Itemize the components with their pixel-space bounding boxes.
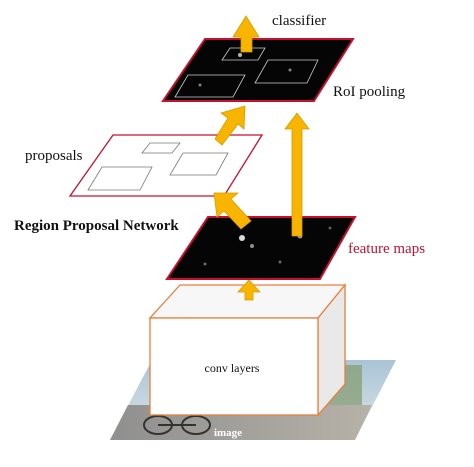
feature-maps-label: feature maps (348, 241, 425, 257)
conv-layers-label: conv layers (205, 361, 260, 375)
arrow-roi-to-classifier (232, 15, 260, 53)
rpn-label: Region Proposal Network (14, 218, 179, 234)
roi-box (174, 74, 246, 98)
arrow-features-to-roi (284, 112, 310, 237)
proposals-label: proposals (25, 148, 83, 164)
roi-pooling-label: RoI pooling (333, 84, 406, 100)
proposal-box (141, 142, 181, 154)
arrow-rpn (213, 192, 252, 230)
proposal-box (87, 166, 153, 191)
feature-maps-plane (165, 216, 357, 280)
roi-box (254, 59, 319, 84)
proposals-plane (68, 134, 264, 197)
roi-box (221, 47, 266, 61)
conv-layers-box (148, 283, 347, 417)
roi-pooling-plane (161, 38, 355, 102)
classifier-label: classifier (272, 13, 326, 29)
proposal-box (169, 152, 229, 176)
arrow-conv-to-features (237, 279, 261, 301)
image-label: image (214, 427, 242, 439)
conv-front-face (149, 317, 319, 416)
arrow-proposals-to-roi (214, 105, 246, 146)
